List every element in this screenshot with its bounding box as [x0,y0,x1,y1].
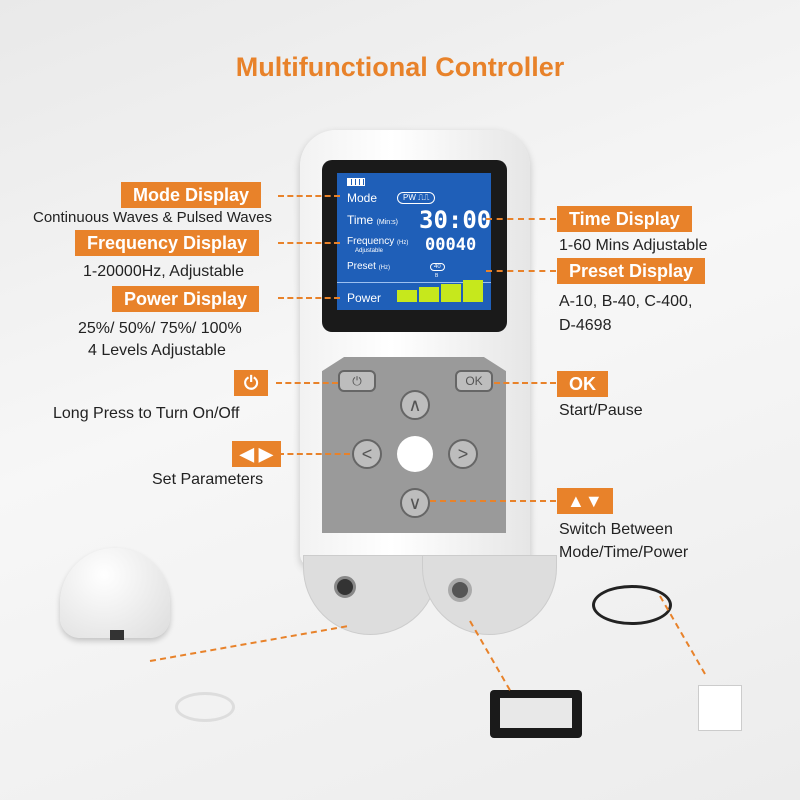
lcd-screen: Mode PW ⎍⎍ Time (Min:s) 30:00 Frequency … [337,173,491,310]
switch-desc-2: Mode/Time/Power [559,544,689,561]
center-button[interactable] [397,436,433,472]
page-title: Multifunctional Controller [235,52,565,82]
power-display-tag: Power Display [112,286,260,312]
time-connector [486,218,556,220]
frequency-display-tag: Frequency Display [75,230,260,256]
set-connector [278,453,350,455]
onoff-connector [276,382,338,384]
preset-connector [486,270,556,272]
ac-cable [592,585,672,625]
screen-divider [337,282,491,283]
ok-tag: OK [557,371,608,397]
mode-display-desc: Continuous Waves & Pulsed Waves [33,209,272,226]
switch-connector [430,500,556,502]
frequency-sub: Adjustable [355,248,384,254]
light-therapy-helmet [60,548,170,638]
port-closeup-right [422,555,557,635]
wall-outlet [698,685,742,731]
preset-label-text: Preset [347,261,376,272]
power-bar-3 [441,284,461,302]
power-button[interactable]: ⏻ [338,370,376,392]
dc-port-icon [448,578,472,602]
ok-button[interactable]: OK [455,370,493,392]
battery-icon [347,178,365,186]
left-button[interactable]: < [352,439,382,469]
mode-value: PW ⎍⎍ [397,192,436,204]
frequency-label: Frequency (Hz) [347,236,408,247]
down-button[interactable]: ∨ [400,488,430,518]
mode-display-tag: Mode Display [121,182,262,208]
time-label: Time (Min:s) [347,213,398,227]
set-tag: ◀ ▶ [232,441,281,467]
onoff-desc: Long Press to Turn On/Off [53,405,240,422]
preset-letter: B [435,273,439,279]
up-button[interactable]: ∧ [400,390,430,420]
preset-unit: (Hz) [378,265,391,271]
dc-cable [175,692,235,722]
helmet-port [110,630,124,640]
power-bar-4 [463,280,483,302]
frequency-value: 00040 [425,235,477,255]
power-bar-1 [397,290,417,302]
time-value: 30:00 [419,206,492,234]
port-closeup-left [303,555,438,635]
power-label: Power [347,291,382,305]
onoff-tag: ⏻ [234,370,269,396]
preset-display-desc-1: A-10, B-40, C-400, [559,293,693,310]
dc-port-icon [334,576,356,598]
power-bar-2 [419,287,439,302]
time-label-text: Time [347,213,374,227]
adapter-label [500,698,572,728]
mode-label: Mode [347,191,378,205]
helmet-connector [149,625,348,662]
frequency-connector [278,242,340,244]
set-desc: Set Parameters [152,471,264,488]
ok-connector [494,382,556,384]
mode-value-text: PW [403,193,416,202]
preset-display-desc-2: D-4698 [559,317,612,334]
power-display-desc-2: 4 Levels Adjustable [88,342,226,359]
preset-display-tag: Preset Display [557,258,706,284]
right-button[interactable]: > [448,439,478,469]
switch-tag: ▲▼ [557,488,613,514]
ok-desc: Start/Pause [559,402,643,419]
time-display-tag: Time Display [557,206,692,232]
frequency-unit: (Hz) [397,240,409,246]
power-connector [278,297,340,299]
frequency-display-desc: 1-20000Hz, Adjustable [83,263,244,280]
frequency-label-text: Frequency [347,236,395,247]
preset-value: 40 [430,263,445,271]
outlet-connector [659,595,706,675]
preset-label: Preset (Hz) [347,261,390,272]
mode-connector [278,195,340,197]
time-unit: (Min:s) [376,219,398,226]
time-display-desc: 1-60 Mins Adjustable [559,237,708,254]
power-display-desc-1: 25%/ 50%/ 75%/ 100% [78,320,242,337]
switch-desc-1: Switch Between [559,521,673,538]
power-adapter [490,690,582,738]
